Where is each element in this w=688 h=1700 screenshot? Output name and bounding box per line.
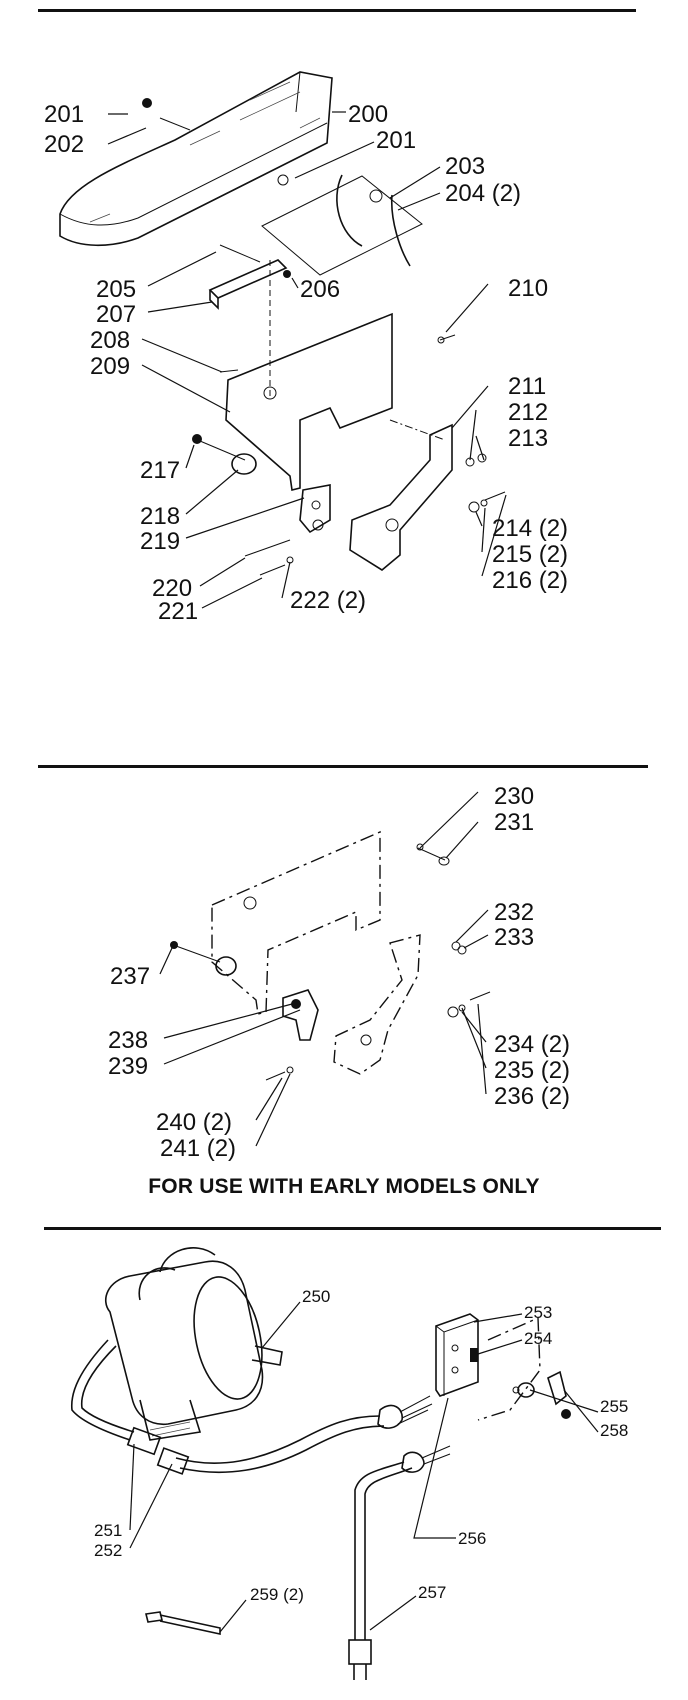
- screw-202: [159, 117, 191, 131]
- callout-234: 234 (2): [494, 1031, 570, 1058]
- callout-230: 230: [494, 783, 534, 810]
- connector-251: [126, 1426, 162, 1456]
- cable-tie-259: [145, 1611, 221, 1635]
- callout-214: 214 (2): [492, 515, 568, 542]
- callout-219: 219: [140, 528, 180, 555]
- blade-guard-200: [59, 71, 333, 247]
- callout-218: 218: [140, 503, 180, 530]
- callout-217: 217: [140, 457, 180, 484]
- callout-200: 200: [348, 101, 388, 128]
- callout-233: 233: [494, 924, 534, 951]
- screws-220-221-222: [244, 539, 294, 576]
- callout-238: 238: [108, 1027, 148, 1054]
- bracket-258: [547, 1370, 571, 1419]
- callout-255: 255: [600, 1397, 628, 1416]
- callout-201-top: 201: [44, 101, 84, 128]
- callout-254: 254: [524, 1329, 552, 1348]
- callout-211: 211: [508, 373, 546, 400]
- strain-relief: [377, 1395, 451, 1473]
- callout-256: 256: [458, 1529, 486, 1548]
- callout-251: 251: [94, 1521, 122, 1540]
- callout-252: 252: [94, 1541, 122, 1560]
- bracket-dashed: [477, 1316, 541, 1421]
- washer-255: [512, 1382, 535, 1398]
- callout-208: 208: [90, 327, 130, 354]
- callout-203: 203: [445, 153, 485, 180]
- callout-231: 231: [494, 809, 534, 836]
- power-cord-257: [348, 1461, 413, 1680]
- callout-235: 235 (2): [494, 1057, 570, 1084]
- motor-250: [105, 1247, 283, 1441]
- callout-232: 232: [494, 899, 534, 926]
- bolts-214-216: [468, 491, 506, 513]
- callout-216: 216 (2): [492, 567, 568, 594]
- bolt-230-231: [416, 843, 450, 866]
- callout-207: 207: [96, 301, 136, 328]
- callout-201-right: 201: [376, 127, 416, 154]
- callout-236: 236 (2): [494, 1083, 570, 1110]
- connector-252: [156, 1447, 190, 1475]
- clamp-238: [282, 989, 319, 1041]
- callout-259: 259 (2): [250, 1585, 304, 1604]
- plate-219: [299, 484, 331, 534]
- callout-253: 253: [524, 1303, 552, 1322]
- middle-leaders: [159, 791, 489, 1147]
- motor-cord: [70, 1339, 385, 1474]
- bolt-210: [437, 334, 456, 344]
- callout-222: 222 (2): [290, 587, 366, 614]
- washer-201: [277, 174, 289, 186]
- knob-217: [192, 434, 246, 461]
- callout-209: 209: [90, 353, 130, 380]
- early-models-note: FOR USE WITH EARLY MODELS ONLY: [148, 1175, 540, 1198]
- switch-box-253: [435, 1313, 479, 1397]
- callout-221: 221: [158, 598, 198, 625]
- top-rule: [38, 9, 636, 12]
- switch-254: [470, 1348, 478, 1362]
- nut-232-233: [451, 941, 467, 955]
- callout-206: 206: [300, 276, 340, 303]
- housing-209: [219, 260, 393, 491]
- callout-202: 202: [44, 131, 84, 158]
- callout-240: 240 (2): [156, 1109, 232, 1136]
- screw-201-top: [142, 98, 152, 108]
- callout-250: 250: [302, 1287, 330, 1306]
- callout-204: 204 (2): [445, 180, 521, 207]
- bracket-207: [208, 244, 291, 310]
- top-leaders: [107, 111, 507, 609]
- callout-241: 241 (2): [160, 1135, 236, 1162]
- bottom-leaders: [129, 1301, 599, 1633]
- knob-237: [170, 941, 237, 976]
- callout-237: 237: [110, 963, 150, 990]
- callout-257: 257: [418, 1583, 446, 1602]
- callout-215: 215 (2): [492, 541, 568, 568]
- callout-258: 258: [600, 1421, 628, 1440]
- screws-240-241: [265, 1066, 294, 1081]
- callout-212: 212: [508, 399, 548, 426]
- callout-239: 239: [108, 1053, 148, 1080]
- dashed-housing: [211, 830, 421, 1075]
- middle-rule-lower: [44, 1227, 661, 1230]
- bracket-211: [349, 419, 453, 571]
- washer-218: [231, 453, 257, 475]
- callout-213: 213: [508, 425, 548, 452]
- blades-204: [261, 174, 423, 276]
- callout-220: 220: [152, 575, 192, 602]
- middle-rule-upper: [38, 765, 648, 768]
- bolts-234-236: [447, 991, 491, 1018]
- callout-210: 210: [508, 275, 548, 302]
- callout-205: 205: [96, 276, 136, 303]
